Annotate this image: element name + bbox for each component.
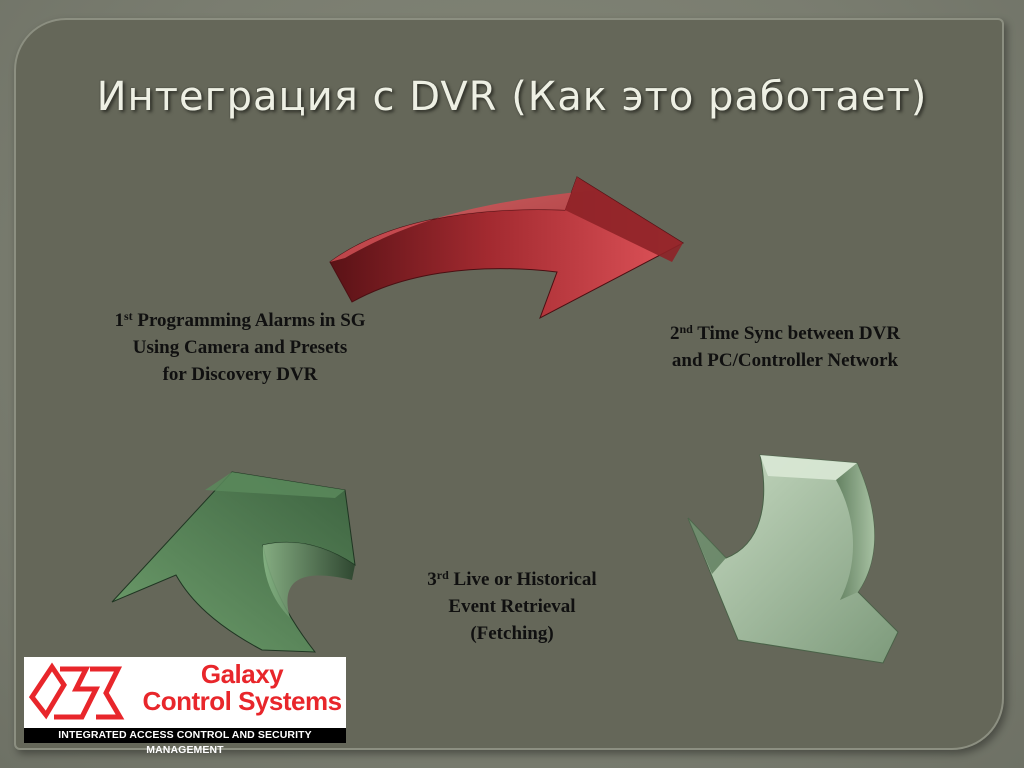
step-3-text: 3rd Live or Historical Event Retrieval (… — [427, 568, 597, 644]
galaxy-emblem-icon — [28, 662, 125, 720]
logo-name-line2: Control Systems — [142, 686, 342, 716]
logo-tagline: INTEGRATED ACCESS CONTROL AND SECURITY M… — [24, 728, 346, 756]
step-1-text: 1st Programming Alarms in SG Using Camer… — [114, 309, 366, 385]
company-logo: Galaxy Control Systems INTEGRATED ACCESS… — [24, 657, 346, 756]
step-2-text: 2nd Time Sync between DVR and PC/Control… — [669, 322, 901, 371]
red-curved-arrow — [329, 176, 685, 320]
slide-title: Интеграция с DVR (Как это работает) — [96, 74, 928, 120]
logo-name-line1: Galaxy — [200, 659, 284, 689]
light-green-curved-arrow — [687, 454, 899, 664]
dark-green-curved-arrow — [111, 471, 356, 653]
